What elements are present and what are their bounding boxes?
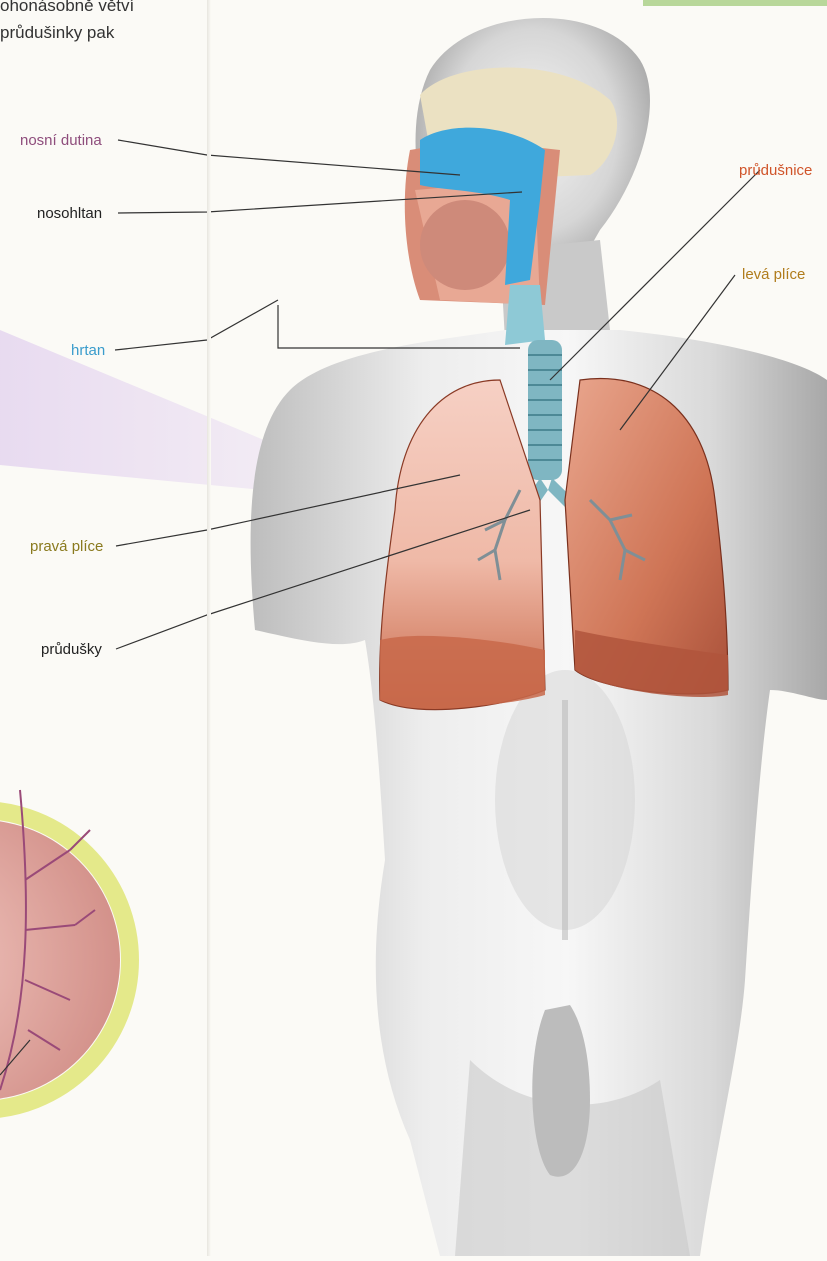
intro-line-2: průdušinky pak xyxy=(0,19,220,46)
page-fold xyxy=(207,0,211,1256)
label-left-lung: levá plíce xyxy=(742,266,805,284)
label-larynx: hrtan xyxy=(71,342,105,360)
intro-line-1: ohonásobně větví xyxy=(0,0,220,19)
leader-larynx xyxy=(115,300,278,350)
bronchiole-inset xyxy=(0,790,130,1110)
intro-text: ohonásobně větví průdušinky pak xyxy=(0,0,220,46)
label-trachea: průdušnice xyxy=(739,162,812,180)
label-nasopharynx: nosohltan xyxy=(37,205,102,223)
label-bronchi: průdušky xyxy=(41,641,102,659)
label-nasal-cavity: nosní dutina xyxy=(20,132,102,150)
label-right-lung: pravá plíce xyxy=(30,538,103,556)
corner-tab xyxy=(643,0,827,6)
